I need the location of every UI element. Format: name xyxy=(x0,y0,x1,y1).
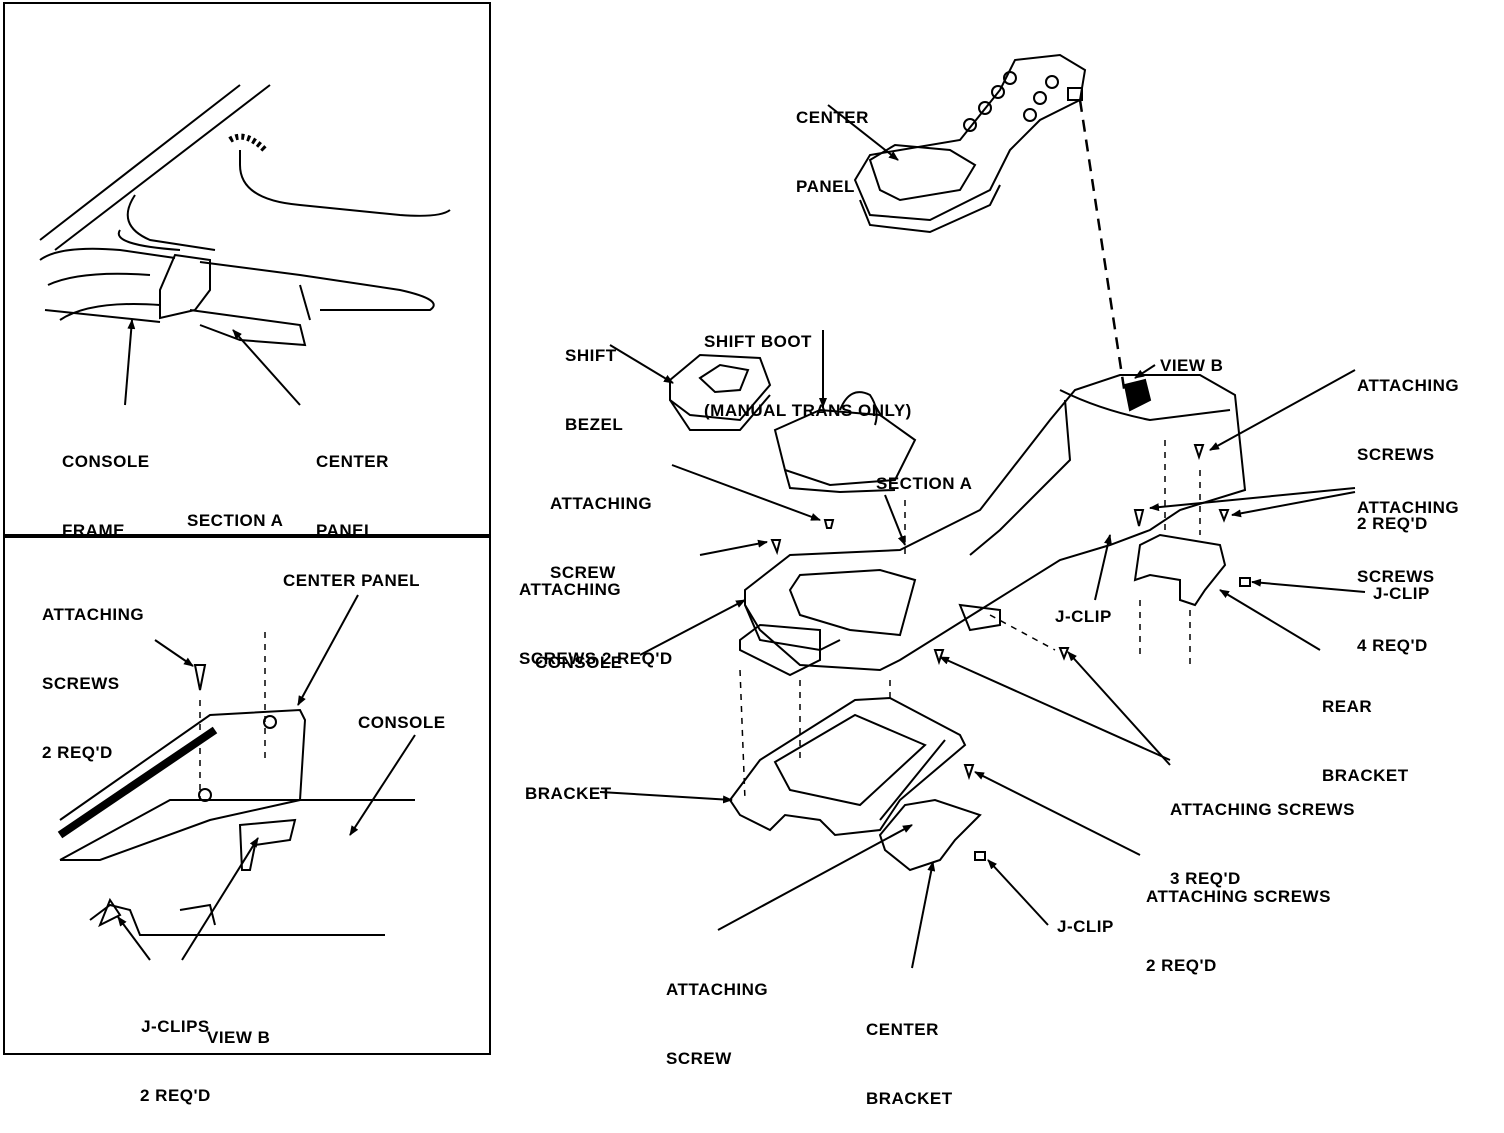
label-view-b-j-clips: J-CLIPS 2 REQ'D xyxy=(140,1017,211,1105)
label-rear-bracket: REAR BRACKET xyxy=(1322,697,1409,785)
view-b-frame xyxy=(3,536,491,1055)
center-bracket-part xyxy=(878,798,982,872)
shift-bezel-part xyxy=(669,353,772,431)
label-center-panel-section-a: CENTER PANEL xyxy=(316,452,389,540)
label-j-clip-right: J-CLIP xyxy=(1373,584,1430,603)
label-center-panel: CENTER PANEL xyxy=(796,108,869,196)
console-exploded-diagram xyxy=(3,2,1366,1055)
label-view-b-center-panel: CENTER PANEL xyxy=(283,571,420,590)
section-a-caption: SECTION A xyxy=(187,511,284,530)
console-part xyxy=(739,374,1247,677)
leader-lines xyxy=(117,104,1366,969)
label-attaching-screws-2-bottom: ATTACHING SCREWS 2 REQ'D xyxy=(1146,887,1331,975)
section-a-frame xyxy=(3,2,491,536)
label-attaching-screws-3: ATTACHING SCREWS 3 REQ'D xyxy=(1170,800,1355,888)
screws xyxy=(770,444,1251,861)
shift-boot-part xyxy=(773,391,917,494)
label-view-b: VIEW B xyxy=(1160,356,1224,375)
label-attaching-screw-bottom: ATTACHING SCREW xyxy=(666,980,769,1068)
rear-bracket-part xyxy=(1133,533,1227,607)
label-console: CONSOLE xyxy=(535,653,623,672)
label-view-b-console: CONSOLE xyxy=(358,713,446,732)
center-panel-part xyxy=(853,53,1087,234)
label-j-clip-mid: J-CLIP xyxy=(1055,607,1112,626)
label-bracket: BRACKET xyxy=(525,784,612,803)
dashed-guides xyxy=(739,440,1201,801)
label-center-bracket: CENTER BRACKET xyxy=(866,1020,953,1108)
label-attaching-screws-2-right: ATTACHING SCREWS 2 REQ'D xyxy=(1357,376,1460,533)
bracket-part xyxy=(728,696,967,837)
view-b-drawing xyxy=(57,632,415,936)
label-attaching-screw-top: ATTACHING SCREW xyxy=(550,494,653,582)
label-shift-boot: SHIFT BOOT (MANUAL TRANS ONLY) xyxy=(704,332,912,420)
section-a-drawing xyxy=(39,84,451,347)
label-view-b-attaching-screws: ATTACHING SCREWS 2 REQ'D xyxy=(42,605,145,762)
label-j-clip-bottom: J-CLIP xyxy=(1057,917,1114,936)
label-attaching-screws-2-left: ATTACHING SCREWS 2 REQ'D xyxy=(519,580,673,668)
view-b-caption: VIEW B xyxy=(207,1028,271,1047)
label-console-frame: CONSOLE FRAME xyxy=(62,452,150,540)
label-shift-bezel: SHIFT BEZEL xyxy=(565,346,624,434)
label-attaching-screws-4: ATTACHING SCREWS 4 REQ'D xyxy=(1357,498,1460,655)
label-section-a: SECTION A xyxy=(876,474,973,493)
center-panel-dashed-guide xyxy=(1078,99,1127,396)
